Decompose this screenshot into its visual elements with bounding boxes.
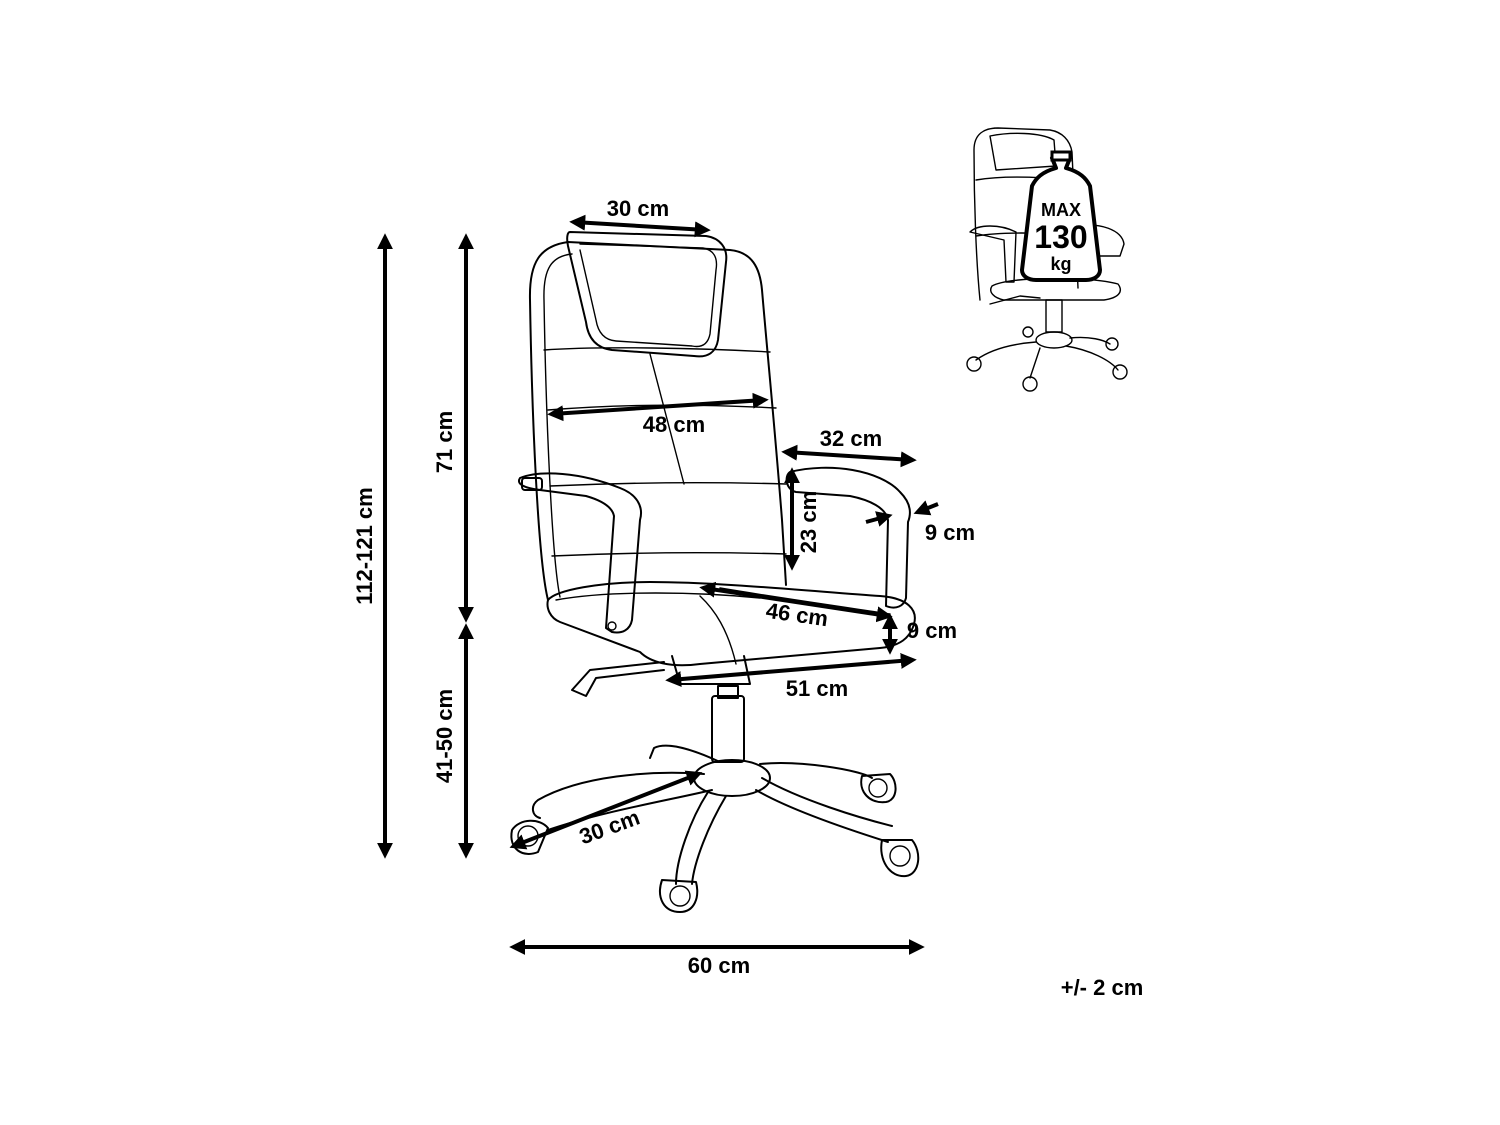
label-back-width: 48 cm <box>643 412 705 437</box>
caster-back-right <box>860 773 897 804</box>
label-base-radius: 30 cm <box>576 805 643 850</box>
label-back-height: 71 cm <box>432 411 457 473</box>
label-seat-width: 51 cm <box>786 676 848 701</box>
label-armrest-width: 9 cm <box>925 520 975 545</box>
tolerance-note: +/- 2 cm <box>1061 975 1144 1000</box>
label-seat-thickness: 9 cm <box>907 618 957 643</box>
label-headrest-width: 30 cm <box>607 196 669 221</box>
label-seat-height: 41-50 cm <box>432 689 457 783</box>
max-load-value: 130 <box>1034 219 1087 255</box>
chair-illustration <box>510 231 920 913</box>
label-total-height: 112-121 cm <box>352 487 377 604</box>
label-seat-depth: 46 cm <box>764 598 829 631</box>
label-base-width: 60 cm <box>688 953 750 978</box>
label-armrest-height: 23 cm <box>796 491 821 553</box>
max-load-inset: MAX 130 kg <box>966 127 1128 392</box>
caster-front <box>659 879 699 913</box>
caster-front-left <box>510 819 549 855</box>
caster-right <box>880 839 920 878</box>
max-load-label: MAX <box>1041 200 1081 220</box>
max-load-unit: kg <box>1050 254 1071 274</box>
dimension-lines <box>377 214 939 955</box>
label-armrest-depth: 32 cm <box>820 426 882 451</box>
